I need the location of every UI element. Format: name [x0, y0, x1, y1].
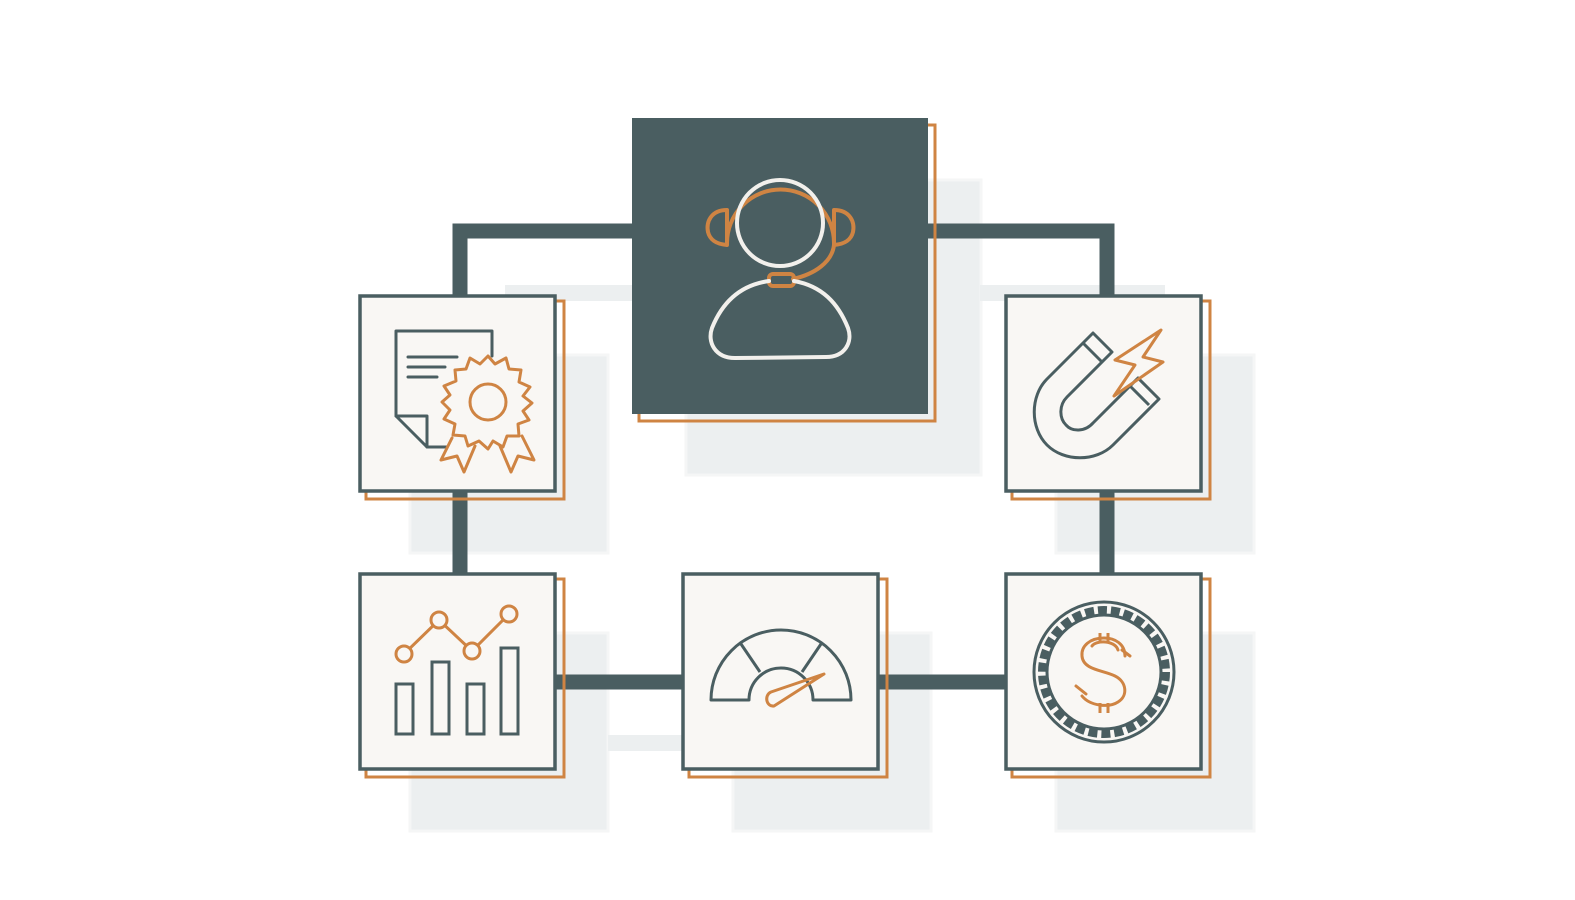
speedometer-gauge-icon — [709, 628, 853, 708]
customer-support-headset-icon — [705, 178, 856, 360]
node-bottom-center-panel — [681, 572, 880, 771]
bar-line-chart-icon — [394, 604, 520, 736]
connector-hub-top-right — [925, 223, 1115, 297]
magnet-lightning-icon — [1032, 328, 1165, 460]
dollar-coin-icon — [1032, 600, 1176, 744]
node-bottom-right — [1004, 572, 1212, 779]
node-top-right-panel — [1004, 294, 1203, 493]
certificate-badge-icon — [394, 329, 536, 474]
hub-node — [632, 118, 937, 423]
node-top-right — [1004, 294, 1212, 501]
node-bottom-left-panel — [358, 572, 557, 771]
node-bottom-center — [681, 572, 889, 779]
node-top-left — [358, 294, 566, 501]
connectors — [452, 223, 1115, 690]
connector-hub-top-left — [452, 223, 640, 297]
node-bottom-left — [358, 572, 566, 779]
